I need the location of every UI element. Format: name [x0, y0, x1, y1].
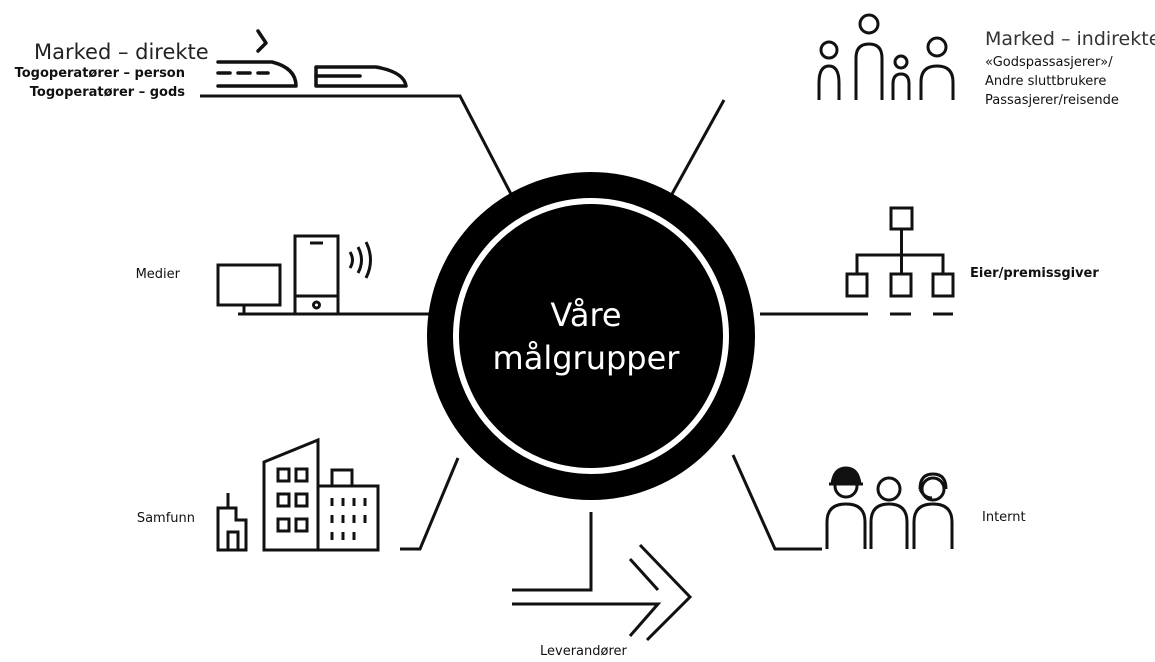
samfunn-label: Samfunn [136, 511, 195, 526]
connector-leverandorer [512, 512, 593, 592]
workers-icon [825, 466, 954, 549]
buildings-icon [216, 437, 380, 552]
marked-indirekte-title: Marked – indirekte [985, 28, 1155, 50]
leverandorer-label: Leverandører [540, 644, 627, 659]
org-chart-icon [845, 206, 955, 316]
people-icon [817, 13, 955, 100]
medier-label: Medier [135, 267, 180, 282]
connector-marked-direkte [200, 94, 514, 197]
arrow-icon [512, 543, 693, 642]
train-icon [216, 29, 408, 88]
eier-label: Eier/premissgiver [970, 266, 1099, 281]
center-circle [427, 172, 755, 500]
marked-direkte-line-1: Togoperatører – person [14, 66, 185, 81]
marked-direkte-line-2: Togoperatører – gods [29, 85, 185, 100]
center-title-line2: målgrupper [492, 339, 680, 377]
internt-label: Internt [982, 510, 1026, 525]
marked-indirekte-line-3: Passasjerer/reisende [985, 93, 1119, 108]
center-title-line1: Våre [550, 296, 622, 334]
marked-indirekte-line-2: Andre sluttbrukere [985, 74, 1107, 89]
center-title: Våre målgrupper [452, 294, 720, 380]
connector-marked-indirekte [670, 99, 726, 195]
devices-icon [216, 234, 372, 316]
connector-samfunn [400, 457, 460, 551]
connector-internt [731, 454, 822, 551]
marked-direkte-title: Marked – direkte [34, 40, 209, 64]
marked-indirekte-line-1: «Godspassasjerer»/ [985, 55, 1113, 70]
